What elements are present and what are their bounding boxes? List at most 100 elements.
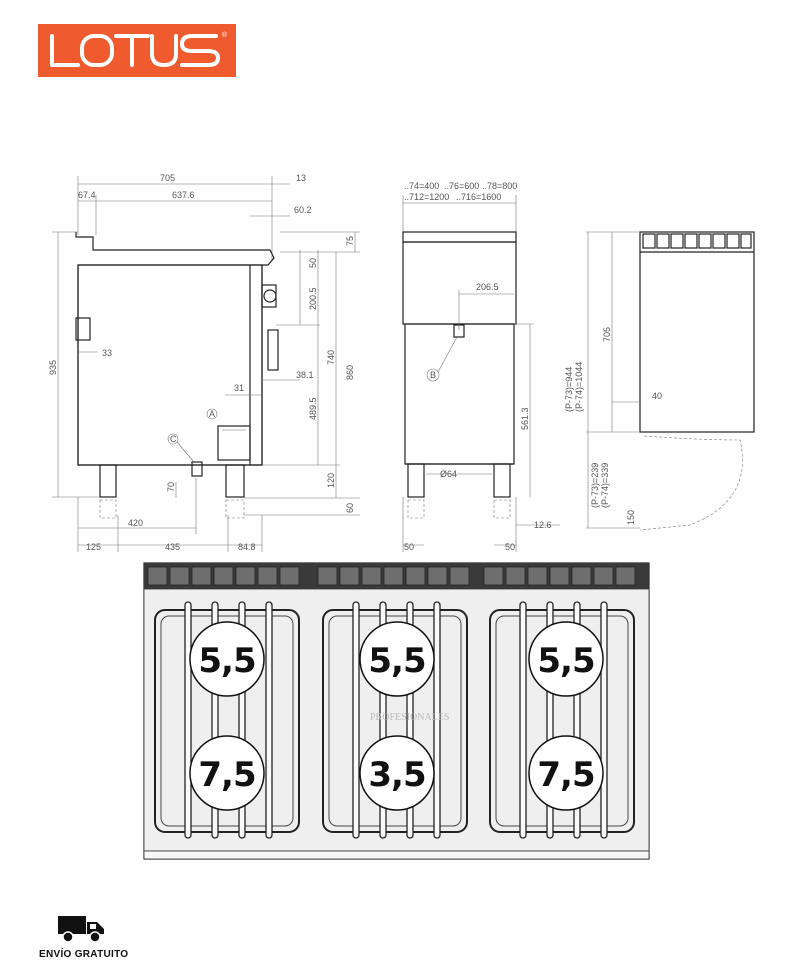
dim-p73-239: (P-73)=239: [590, 463, 600, 508]
burner-3-circle: [528, 621, 604, 697]
dim-67-4: 67.4: [78, 190, 96, 200]
control-knob-slot: [257, 566, 278, 586]
grate-bar: [600, 601, 608, 839]
dim-120: 120: [326, 473, 336, 488]
dim-75: 75: [345, 236, 355, 246]
dim-206-5: 206.5: [476, 282, 499, 292]
control-knob-slot: [235, 566, 256, 586]
control-knob-slot: [427, 566, 448, 586]
control-panel-strip: [147, 566, 636, 586]
burner-6-power: 7,5: [537, 755, 594, 795]
control-knob-slot: [593, 566, 614, 586]
dim-33: 33: [102, 348, 112, 358]
marker-a: A: [209, 409, 215, 419]
watermark: PROFESIONALES: [370, 712, 449, 723]
marker-b: B: [430, 370, 436, 380]
right-view: 705 40 (P-73)=944 (P-74)=1044 (P-73)=239…: [564, 231, 755, 531]
dim-60-2: 60.2: [294, 205, 312, 215]
truck-icon: [58, 916, 104, 943]
grate-inner: [328, 615, 462, 827]
dim-13: 13: [296, 173, 306, 183]
control-knob-slot: [615, 566, 636, 586]
dim-p74-339: (P-74)=339: [600, 463, 610, 508]
burner-labels: 5,5 5,5 5,5 7,5 3,5 7,5: [189, 621, 604, 811]
control-knob-slot: [191, 566, 212, 586]
grate-bar: [184, 601, 192, 839]
front-top-5: ..716=1600: [456, 192, 501, 202]
burner-2-power: 5,5: [368, 641, 425, 681]
control-knob-slot: [213, 566, 234, 586]
grate-bar: [433, 601, 441, 839]
free-shipping-label: ENVÍO GRATUITO: [39, 949, 129, 960]
dim-435: 435: [165, 542, 180, 552]
grate-bar: [352, 601, 360, 839]
dim-50: 50: [308, 258, 318, 268]
dim-125: 125: [86, 542, 101, 552]
control-knob-slot: [147, 566, 168, 586]
lotus-logo-mark: ®: [50, 31, 228, 67]
dim-50-left: 50: [404, 542, 414, 552]
grate-frame: [154, 609, 300, 833]
front-top-3: ..78=800: [482, 181, 517, 191]
grate-frame: [489, 609, 635, 833]
dim-489-5: 489.5: [308, 397, 318, 420]
dim-705: 705: [160, 173, 175, 183]
dim-p74-1044: (P-74)=1044: [574, 362, 584, 412]
grate-inner: [495, 615, 629, 827]
control-strip: [642, 233, 752, 249]
grate-bar: [265, 601, 273, 839]
dim-705-right: 705: [602, 327, 612, 342]
dim-12-6: 12.6: [534, 520, 552, 530]
control-knob-slot: [339, 566, 360, 586]
svg-text:®: ®: [222, 31, 228, 39]
front-top-1: ..74=400: [404, 181, 439, 191]
grate-frame: [322, 609, 468, 833]
dim-200-5: 200.5: [308, 287, 318, 310]
control-knob-slot: [505, 566, 526, 586]
control-knob-slot: [483, 566, 504, 586]
dim-935: 935: [48, 360, 58, 375]
dim-60: 60: [345, 503, 355, 513]
dim-561-3: 561.3: [520, 407, 530, 430]
dim-small: 70: [166, 482, 176, 492]
top-view: 5,5 5,5 5,5 7,5 3,5 7,5 PROFESIONALES: [143, 562, 650, 860]
dim-860: 860: [345, 365, 355, 380]
burner-3-power: 5,5: [537, 641, 594, 681]
burner-1-circle: [189, 621, 265, 697]
grate-bar: [519, 601, 527, 839]
burner-4-circle: [189, 735, 265, 811]
burner-2-circle: [359, 621, 435, 697]
control-knob-slot: [279, 566, 300, 586]
control-knob-slot: [571, 566, 592, 586]
control-knob-slot: [169, 566, 190, 586]
dim-740: 740: [326, 350, 336, 365]
control-knob-slot: [549, 566, 570, 586]
dim-50-right: 50: [505, 542, 515, 552]
dim-p73-944: (P-73)=944: [564, 367, 574, 412]
lotus-logo: ®: [38, 24, 236, 77]
control-knob-slot: [449, 566, 470, 586]
burner-5-power: 3,5: [368, 755, 425, 795]
side-view: 705 13 67.4 637.6 60.2 A C 935: [48, 173, 360, 552]
dim-420: 420: [128, 518, 143, 528]
control-knob-slot: [383, 566, 404, 586]
front-top-4: ..712=1200: [404, 192, 449, 202]
dim-38-1: 38.1: [296, 370, 314, 380]
control-knob-slot: [405, 566, 426, 586]
dim-31: 31: [234, 383, 244, 393]
control-knob-slot: [361, 566, 382, 586]
burner-5-circle: [359, 735, 435, 811]
grate-inner: [160, 615, 294, 827]
dim-40: 40: [652, 391, 662, 401]
burner-6-circle: [528, 735, 604, 811]
dim-84-8: 84.8: [238, 542, 256, 552]
control-knob-slot: [527, 566, 548, 586]
front-view: ..74=400 ..76=600 ..78=800 ..712=1200 ..…: [402, 181, 560, 552]
dim-637-6: 637.6: [172, 190, 195, 200]
dim-150: 150: [626, 510, 636, 525]
burner-1-power: 5,5: [198, 641, 255, 681]
front-top-2: ..76=600: [444, 181, 479, 191]
control-knob-slot: [317, 566, 338, 586]
marker-c: C: [170, 434, 177, 444]
